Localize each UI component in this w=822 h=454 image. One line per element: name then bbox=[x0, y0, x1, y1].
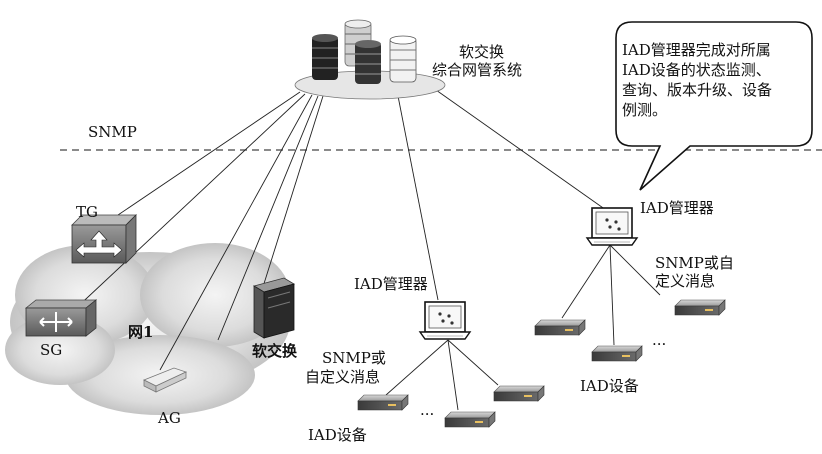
tg-label: TG bbox=[76, 203, 98, 221]
connection-lines bbox=[71, 89, 661, 411]
iad-devices-left-ellipsis: ... bbox=[420, 401, 435, 419]
cloud-label: 网1 bbox=[128, 323, 154, 341]
system-title-line2: 综合网管系统 bbox=[432, 61, 523, 79]
callout-line: 查询、版本升级、设备 bbox=[622, 81, 773, 99]
callout-line: 例测。 bbox=[622, 101, 668, 119]
iad-device-icon bbox=[534, 319, 586, 336]
iad-manager-right-protocol-line2: 定义消息 bbox=[655, 272, 716, 290]
sg-device-icon bbox=[24, 299, 98, 337]
sg-label: SG bbox=[40, 341, 63, 359]
iad-manager-left-label: IAD管理器 bbox=[354, 275, 428, 293]
callout-line: IAD设备的状态监测、 bbox=[622, 61, 771, 79]
system-title-line1: 软交换 bbox=[459, 43, 505, 61]
ag-device-icon bbox=[143, 367, 188, 393]
iad-devices-right-ellipsis: ... bbox=[652, 331, 667, 349]
callout-text: IAD管理器完成对所属 IAD设备的状态监测、 查询、版本升级、设备 例测。 bbox=[622, 40, 798, 120]
iad-device-icon bbox=[674, 299, 726, 316]
iad-manager-left-protocol-line1: SNMP或 bbox=[322, 349, 386, 367]
snmp-boundary-label: SNMP bbox=[88, 123, 137, 141]
iad-device-icon bbox=[591, 345, 643, 362]
softswitch-label: 软交换 bbox=[252, 342, 298, 360]
softswitch-device-icon bbox=[252, 277, 296, 339]
callout-line: IAD管理器完成对所属 bbox=[622, 41, 771, 59]
ag-label: AG bbox=[158, 409, 181, 427]
iad-device-icon bbox=[493, 385, 545, 402]
iad-manager-right-label: IAD管理器 bbox=[640, 199, 714, 217]
iad-devices-right-label: IAD设备 bbox=[580, 377, 639, 395]
iad-devices-left-label: IAD设备 bbox=[308, 426, 367, 444]
callout-bubble bbox=[615, 21, 813, 191]
iad-manager-left-icon bbox=[419, 301, 471, 340]
softswitch-management-servers bbox=[294, 19, 446, 100]
iad-device-icon bbox=[357, 394, 409, 411]
iad-device-icon bbox=[444, 411, 496, 428]
tg-device-icon bbox=[71, 214, 137, 264]
iad-manager-right-protocol-line1: SNMP或自 bbox=[655, 254, 734, 272]
iad-manager-left-protocol-line2: 自定义消息 bbox=[305, 368, 381, 386]
iad-manager-right-icon bbox=[586, 207, 638, 246]
